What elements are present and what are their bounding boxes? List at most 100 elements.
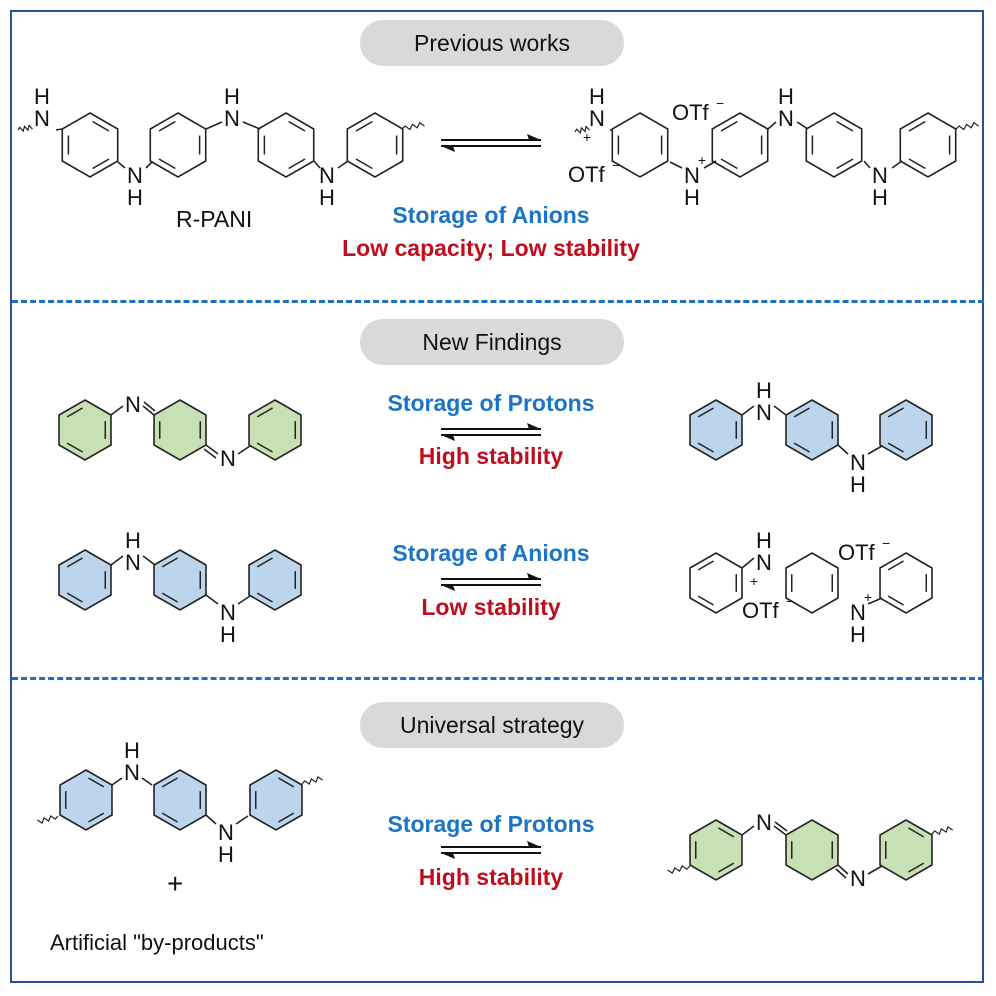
triflate-anion-1: OTf [672, 100, 710, 125]
leuco-row2-nh2-n: N [220, 600, 236, 625]
bond [837, 444, 849, 455]
forward-arrow-head [527, 134, 541, 140]
double-bond-inner [161, 812, 178, 823]
chain-end-wavy [931, 825, 953, 836]
chain-end-wavy [667, 864, 691, 875]
salt-n3-n: N [778, 106, 794, 131]
triflate-anion-3: OTf [838, 540, 876, 565]
forward-arrow-head [527, 841, 541, 847]
salt-ring-2 [711, 112, 769, 178]
double-bond-inner [836, 120, 854, 132]
bond [337, 160, 349, 169]
bond [773, 825, 787, 836]
double-bond-inner [256, 557, 273, 568]
double-bond-inner [908, 862, 925, 873]
byproduct-ring-2 [153, 769, 207, 831]
double-bond-inner [908, 120, 926, 132]
double-bond-inner [355, 158, 373, 170]
bond [867, 445, 883, 455]
salt-row2-n2-h: H [850, 622, 866, 647]
findings-row1-equilibrium-arrow [441, 423, 541, 441]
leucoemeraldine-ring-3 [879, 399, 933, 461]
salt-row2-ring-1 [689, 552, 743, 614]
double-bond-inner [161, 592, 178, 603]
double-bond-inner [256, 407, 273, 418]
r-pani-nh1-n: N [34, 106, 50, 131]
section-title-universal-strategy: Universal strategy [360, 702, 624, 748]
r-pani-nh4-n: N [319, 163, 335, 188]
imine-n: N [850, 866, 866, 891]
double-bond-inner [66, 592, 83, 603]
double-bond-inner [355, 120, 373, 132]
reverse-arrow-head [441, 146, 455, 152]
forward-arrow-head [527, 423, 541, 429]
double-bond-inner [887, 407, 904, 418]
figure-frame [10, 10, 984, 983]
pernigraniline-quinoid-ring [153, 399, 207, 461]
double-bond-inner [718, 827, 735, 838]
bond [863, 160, 871, 169]
quinoid-ring [611, 112, 669, 178]
findings-row2-equilibrium-arrow [441, 573, 541, 591]
negative-charge: − [786, 593, 794, 609]
double-bond-inner [908, 827, 925, 838]
positive-charge: + [583, 129, 591, 145]
pernigraniline-ring-3 [248, 399, 302, 461]
byproduct-nh2-h: H [218, 842, 234, 867]
double-bond-inner [887, 595, 904, 606]
double-bond-inner [161, 777, 178, 788]
double-bond-inner [720, 158, 738, 170]
leuco-nh2-n: N [850, 450, 866, 475]
double-bond-inner [720, 120, 738, 132]
double-bond-inner [288, 158, 306, 170]
bond [111, 777, 123, 786]
bond [867, 865, 883, 875]
bond [796, 121, 809, 130]
r-pani-ring-3 [257, 112, 315, 178]
previous-arrow-top-label: Storage of Anions [392, 202, 590, 228]
previous-equilibrium-arrow [441, 134, 541, 152]
bond [142, 555, 156, 566]
reverse-arrow-head [441, 585, 455, 591]
bond [774, 821, 788, 832]
bond [235, 815, 249, 825]
double-bond-inner [256, 442, 273, 453]
r-pani-label: R-PANI [176, 206, 253, 232]
bond [142, 405, 155, 416]
double-bond-inner [697, 442, 714, 453]
bond [205, 444, 219, 455]
chain-end-wavy [401, 121, 425, 131]
double-bond-inner [66, 407, 83, 418]
bond [203, 448, 217, 459]
bond [110, 405, 124, 416]
section-title-new-findings: New Findings [360, 319, 624, 365]
leuco-row2-ring-2 [153, 549, 207, 611]
double-bond-inner [278, 777, 295, 788]
salt-row2-n2-n: N [850, 600, 866, 625]
bond [741, 405, 755, 416]
bond [117, 161, 126, 169]
r-pani-nh2-h: H [127, 185, 143, 210]
leuco-nh1-n: N [756, 400, 772, 425]
double-bond-inner [908, 158, 926, 170]
leuco-row2-nh1-h: H [125, 528, 141, 553]
double-bond-inner [256, 592, 273, 603]
double-bond-inner [161, 557, 178, 568]
bond [767, 121, 777, 130]
byproduct-nh1-h: H [124, 738, 140, 763]
double-bond-inner [88, 812, 105, 823]
universal-arrow-top-label: Storage of Protons [387, 811, 595, 837]
chain-end-wavy [574, 125, 591, 134]
findings-row1-bottom-label: High stability [418, 443, 564, 469]
salt-ring-3 [805, 112, 863, 178]
plus-sign: + [167, 868, 184, 899]
negative-charge: − [612, 157, 620, 173]
leuco-nh2-h: H [850, 472, 866, 497]
bond [837, 864, 849, 875]
double-bond-inner [836, 158, 854, 170]
double-bond-inner [158, 158, 176, 170]
double-bond-inner [92, 158, 110, 170]
double-bond-inner [718, 862, 735, 873]
findings-row2-bottom-label: Low stability [421, 594, 561, 620]
salt-n4-h: H [872, 185, 888, 210]
